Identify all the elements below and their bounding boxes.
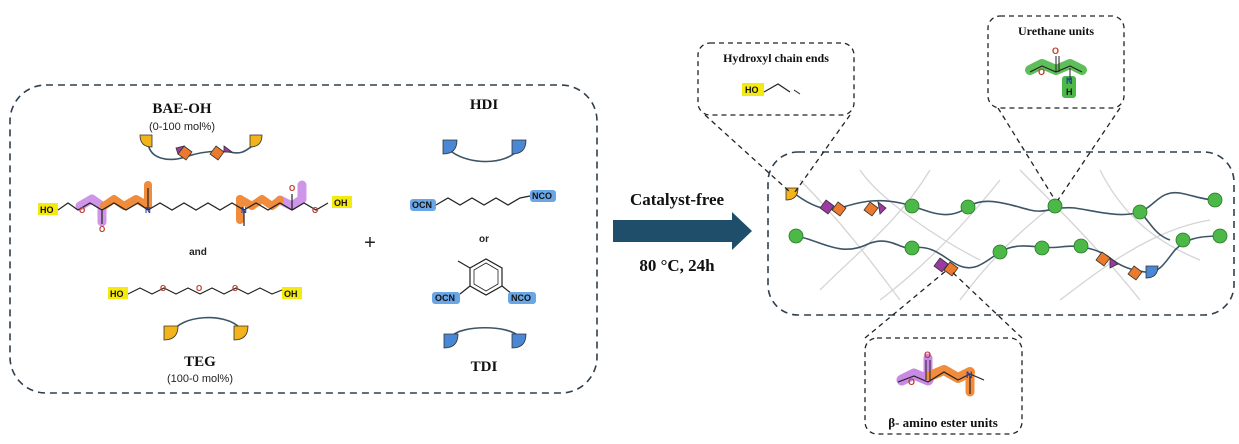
hdi-structure: OCN NCO — [410, 190, 556, 211]
diamond-orange-icon — [209, 145, 225, 161]
svg-text:O: O — [232, 284, 238, 293]
svg-text:OH: OH — [284, 289, 298, 299]
wedge-yellow-icon — [139, 134, 153, 148]
svg-text:O: O — [908, 377, 915, 387]
wedge-blue-icon — [1145, 265, 1159, 279]
urethane-dot-icon — [1047, 198, 1063, 214]
hdi-cartoon — [442, 139, 527, 163]
network-panel — [767, 151, 1235, 316]
amino-ester-motifs — [819, 199, 1159, 281]
bae-title: BAE-OH — [152, 101, 212, 117]
svg-text:O: O — [79, 206, 85, 215]
condition-temp: 80 °C, 24h — [639, 256, 715, 275]
urethane-dot-icon — [1175, 232, 1191, 248]
hydroxyl-structure: HO — [742, 83, 801, 96]
plus-sign: + — [364, 232, 376, 254]
svg-text:N: N — [241, 206, 247, 215]
urethane-dot-icon — [788, 228, 804, 244]
urethane-dot-icon — [1132, 204, 1148, 220]
wedge-blue-icon — [511, 333, 527, 349]
urethane-dot-icon — [1212, 228, 1228, 244]
callout-hydroxyl-title: Hydroxyl chain ends — [723, 51, 829, 65]
svg-text:O: O — [160, 284, 166, 293]
svg-text:N: N — [966, 370, 973, 380]
svg-text:O: O — [289, 184, 295, 193]
tdi-title: TDI — [471, 359, 498, 375]
tdi-structure: OCN NCO — [432, 258, 536, 304]
bae-structure: HO OH O O O O N N — [38, 180, 352, 234]
background-chains — [799, 169, 1211, 301]
svg-text:N: N — [145, 206, 151, 215]
polymer-chain-upper — [794, 191, 1216, 216]
hdi-title: HDI — [470, 97, 499, 113]
urethane-dot-icon — [904, 198, 920, 214]
svg-text:O: O — [312, 206, 318, 215]
svg-text:OCN: OCN — [435, 293, 455, 303]
teg-structure: HO OH O O O — [108, 284, 302, 299]
svg-text:O: O — [924, 350, 931, 360]
polymer-chain-lower — [795, 235, 1221, 273]
urethane-dot-icon — [1073, 238, 1089, 254]
urethane-dot-icon — [904, 240, 920, 256]
wedge-blue-icon — [442, 139, 458, 155]
bae-cartoon — [139, 134, 263, 161]
wedge-yellow-icon — [233, 325, 249, 341]
svg-text:NCO: NCO — [511, 293, 531, 303]
urethane-dot-icon — [992, 244, 1008, 260]
svg-text:NCO: NCO — [532, 191, 552, 201]
svg-text:O: O — [196, 284, 202, 293]
triangle-purple-icon — [223, 145, 234, 153]
svg-text:OH: OH — [334, 198, 348, 208]
svg-text:O: O — [99, 225, 105, 234]
urethane-structure: O O N H — [1025, 46, 1087, 98]
wedge-blue-icon — [511, 139, 527, 155]
urethane-dot-icon — [960, 199, 976, 215]
teg-cartoon — [163, 316, 249, 341]
svg-text:N: N — [1066, 76, 1073, 86]
and-label: and — [189, 247, 207, 258]
callout-amino-ester-title: β- amino ester units — [888, 415, 998, 430]
wedge-yellow-icon — [249, 134, 263, 148]
callout-amino-ester — [864, 337, 1023, 435]
tdi-cartoon — [443, 327, 527, 349]
svg-text:OCN: OCN — [412, 200, 432, 210]
bae-range: (0-100 mol%) — [149, 121, 215, 133]
or-label: or — [479, 234, 489, 245]
svg-text:HO: HO — [745, 85, 759, 95]
amino-ester-structure: O O N — [896, 350, 985, 397]
teg-range: (100-0 mol%) — [167, 373, 233, 385]
svg-text:H: H — [1066, 87, 1073, 97]
svg-text:O: O — [1052, 46, 1059, 56]
urethane-dot-icon — [1034, 240, 1050, 256]
triangle-purple-icon — [175, 145, 185, 155]
condition-catalyst: Catalyst-free — [630, 190, 725, 209]
wedge-blue-icon — [443, 333, 459, 349]
callout-urethane-title: Urethane units — [1018, 24, 1094, 38]
svg-text:HO: HO — [110, 289, 124, 299]
callout-hydroxyl — [697, 42, 855, 116]
urethane-dot-icon — [1207, 192, 1223, 208]
monomer-panel — [9, 84, 598, 394]
wedge-yellow-icon — [163, 325, 179, 341]
urethane-dots — [788, 192, 1228, 260]
reaction-arrow — [613, 212, 752, 250]
teg-title: TEG — [184, 354, 216, 370]
svg-text:O: O — [1038, 67, 1045, 77]
callout-leaders — [704, 107, 1121, 339]
svg-text:HO: HO — [40, 205, 54, 215]
